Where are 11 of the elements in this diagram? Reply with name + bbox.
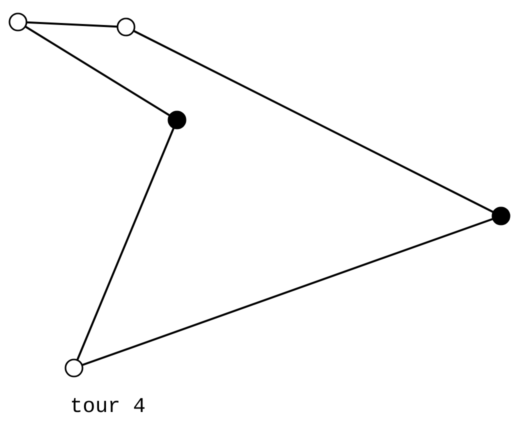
connector-line — [25, 26, 170, 116]
open-circle — [64, 358, 84, 378]
filled-circle — [167, 110, 187, 130]
open-circle — [116, 17, 136, 37]
connector-line — [26, 21, 118, 28]
connector-line — [82, 218, 493, 366]
filled-circle — [491, 206, 511, 226]
connector-line — [134, 30, 494, 213]
caption: tour 4 — [70, 396, 146, 419]
open-circle — [8, 12, 28, 32]
connector-line — [76, 128, 174, 360]
